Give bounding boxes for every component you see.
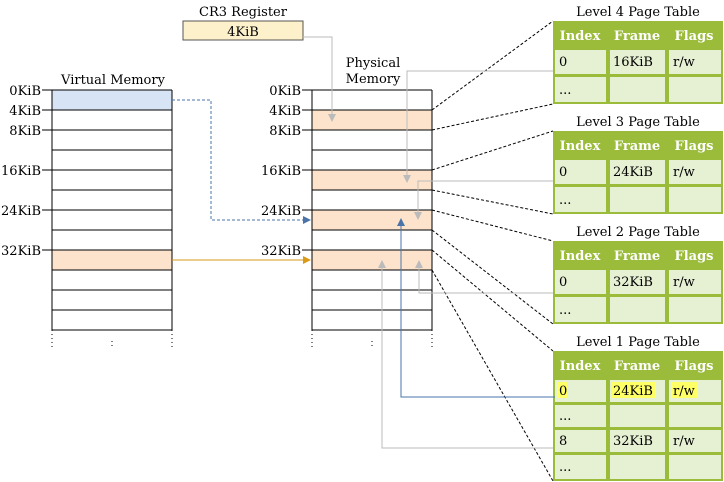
level1-row1-index: ... [559,409,571,424]
level3-header-index: Index [560,139,601,154]
physical-label-8: 8KiB [269,124,301,139]
cr3-register-box [182,20,304,41]
cr3-value: 4KiB [227,25,259,40]
level1-row0-index: 0 [559,384,567,399]
virtual-label-32: 32KiB [1,244,41,259]
virtual-label-24: 24KiB [1,204,41,219]
level4-header-frame: Frame [614,29,660,44]
virtual-label-8: 8KiB [9,124,41,139]
level3-page-table: Index Frame Flags 0 24KiB r/w ... [553,131,723,214]
level4-table-title: Level 4 Page Table [576,5,700,20]
level1-row2-flags: r/w [673,434,695,449]
frame-to-table-connectors [431,20,554,482]
physical-memory-frames [311,89,433,350]
physical-label-16: 16KiB [261,164,301,179]
level2-row0-flags: r/w [673,275,695,290]
level3-row0-flags: r/w [673,165,695,180]
level3-row1-index: ... [559,193,571,208]
level2-table-title: Level 2 Page Table [576,225,700,240]
physical-label-4: 4KiB [269,104,301,119]
level1-header-flags: Flags [675,359,714,374]
level1-row2-frame: 32KiB [613,434,653,449]
level3-header-frame: Frame [614,139,660,154]
level2-page-table: Index Frame Flags 0 32KiB r/w ... [553,241,723,324]
level4-header-index: Index [560,29,601,44]
virtual-label-16: 16KiB [1,164,41,179]
level3-row0-frame: 24KiB [613,165,653,180]
cr3-title: CR3 Register [199,5,288,20]
physical-label-24: 24KiB [261,204,301,219]
level4-row0-frame: 16KiB [613,55,653,70]
virtual-label-0: 0KiB [9,84,41,99]
level2-header-index: Index [560,249,601,264]
level1-row0-frame: 24KiB [613,384,653,399]
level2-header-frame: Frame [614,249,660,264]
virtual-memory-frames [51,89,173,350]
level3-header-flags: Flags [675,139,714,154]
level2-row0-frame: 32KiB [613,275,653,290]
level2-row0-index: 0 [559,275,567,290]
physical-memory-title-line1: Physical [346,56,400,71]
level1-header-index: Index [560,359,601,374]
physical-label-0: 0KiB [269,84,301,99]
physical-label-32: 32KiB [261,244,301,259]
level1-row3-index: ... [559,460,571,475]
virtual-label-4: 4KiB [9,104,41,119]
physical-address-labels: 0KiB 4KiB 8KiB 16KiB 24KiB 32KiB [261,84,312,259]
virtual-address-labels: 0KiB 4KiB 8KiB 16KiB 24KiB 32KiB [1,84,52,259]
level1-row2-index: 8 [559,434,567,449]
level1-row0-flags: r/w [673,384,695,399]
level1-page-table: Index Frame Flags 0 24KiB r/w ... 8 32Ki… [553,351,723,481]
level4-row1-index: ... [559,83,571,98]
level4-page-table: Index Frame Flags 0 16KiB r/w ... [553,21,723,104]
level1-table-title: Level 1 Page Table [576,335,700,350]
level4-row0-flags: r/w [673,55,695,70]
gray-pointer-arrows [303,36,553,449]
level3-table-title: Level 3 Page Table [576,115,700,130]
physical-memory-title-line2: Memory [346,72,401,87]
level4-header-flags: Flags [675,29,714,44]
level2-row1-index: ... [559,303,571,318]
level1-header-frame: Frame [614,359,660,374]
level4-row0-index: 0 [559,55,567,70]
virtual-memory-title: Virtual Memory [60,73,166,88]
level1-row0-highlight [557,382,567,398]
level2-header-flags: Flags [675,249,714,264]
level1-entry0-blue-arrow [397,218,555,398]
level3-row0-index: 0 [559,165,567,180]
